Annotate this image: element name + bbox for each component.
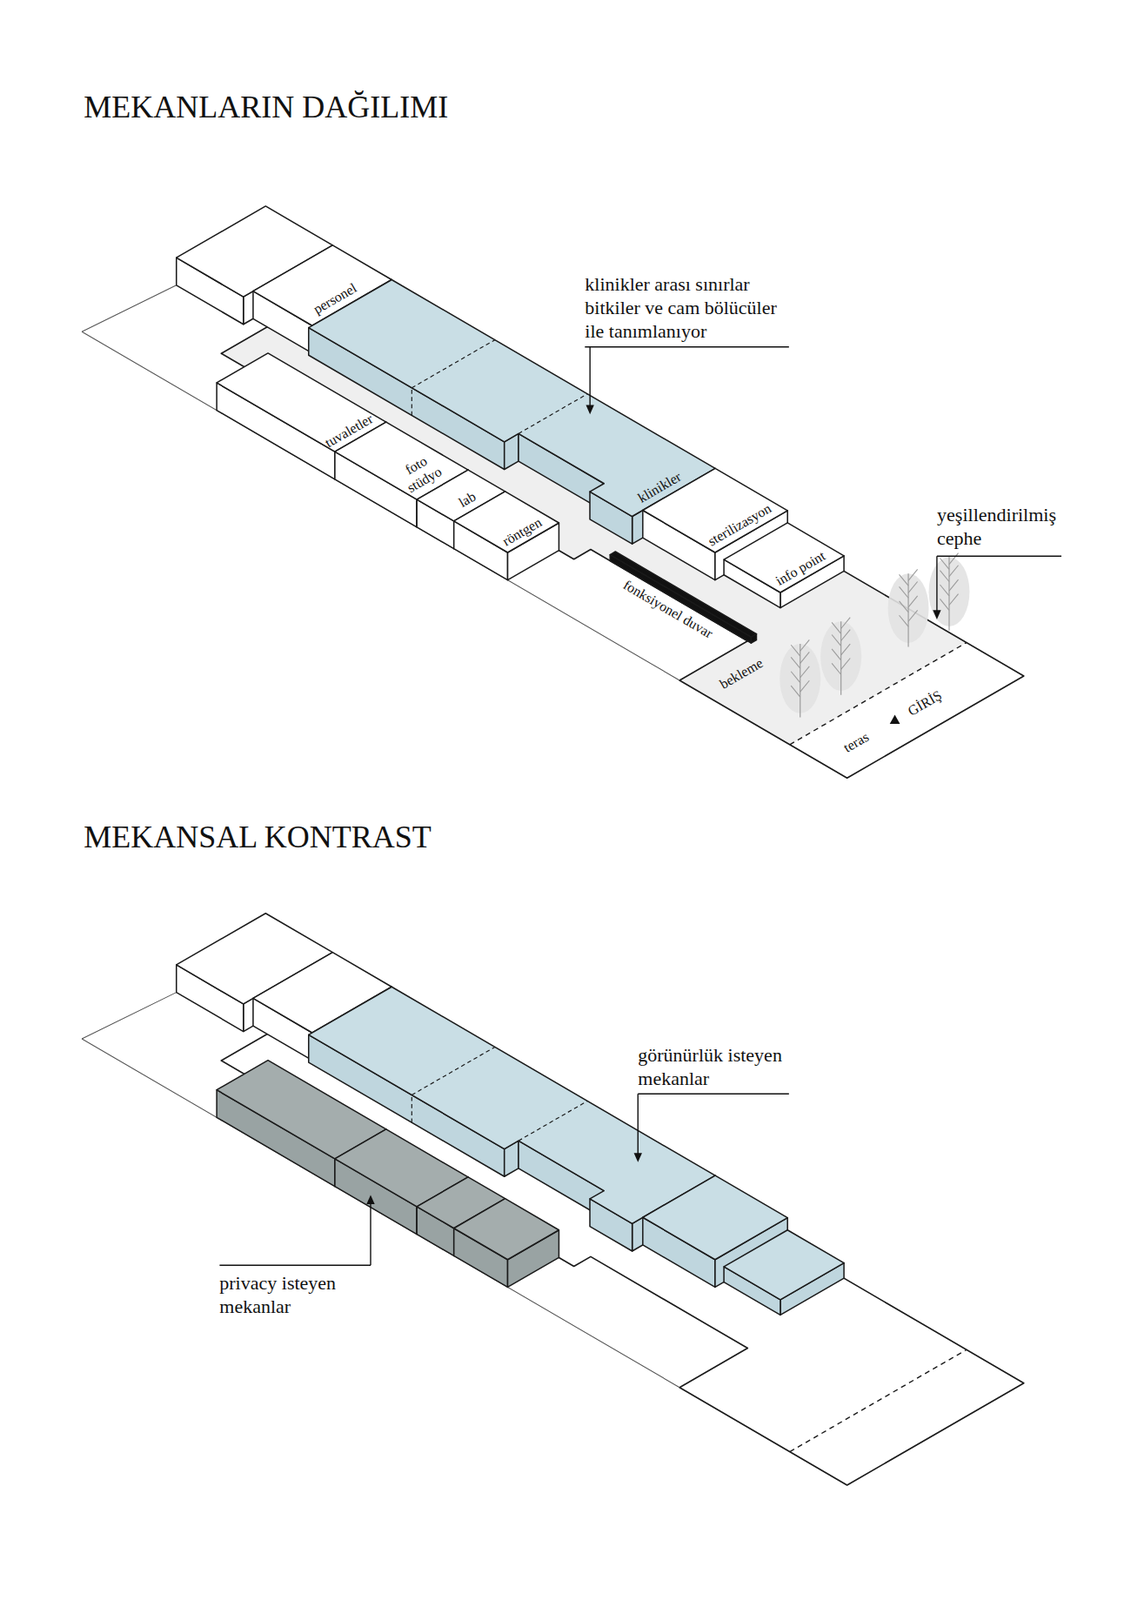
tree-branch (841, 629, 851, 642)
tree-branch (899, 615, 910, 627)
tree-symbol (779, 639, 821, 717)
tree-branch (908, 568, 918, 581)
tree-branch (939, 598, 950, 610)
partition-line (411, 340, 495, 389)
leader-line (588, 347, 590, 407)
tree-branch (949, 594, 959, 606)
tree-symbol (888, 568, 930, 647)
volume-top (723, 1230, 844, 1300)
callout-note: görünürlük isteyen mekanlar (637, 1043, 786, 1091)
tree-trunk (840, 621, 842, 695)
leader-line (369, 1203, 371, 1266)
leader-line (637, 1093, 639, 1154)
tree-branch (831, 635, 842, 647)
site-line (81, 285, 177, 332)
tree-branch (939, 584, 950, 596)
tree-trunk (907, 573, 909, 647)
tree-branch (790, 685, 801, 697)
partition-line (518, 394, 588, 435)
tree-branch (899, 574, 910, 586)
tree-branch (790, 656, 801, 669)
arrow-head (585, 405, 594, 415)
floor-outline (220, 988, 1024, 1486)
tree-branch (800, 651, 810, 663)
tree-branch (908, 609, 918, 622)
callout-note: yeşillendirilmiş cephe (936, 502, 1060, 550)
tree-branch (939, 570, 950, 583)
leader-line (637, 1093, 790, 1095)
tree-branch (831, 662, 842, 675)
leader-line (584, 346, 790, 348)
arrow-head (932, 609, 941, 620)
tree-branch (800, 639, 810, 651)
leader-line (936, 555, 937, 611)
tree-trunk (948, 556, 950, 630)
partition-line (411, 388, 413, 416)
callout-note: privacy isteyen mekanlar (219, 1271, 340, 1319)
arrow-head (634, 1152, 643, 1163)
arrow-head (366, 1194, 375, 1205)
leader-lines (219, 347, 1062, 1266)
callout-note: klinikler arası sınırlar bitkiler ve cam… (584, 272, 781, 343)
tree-branch (899, 586, 910, 598)
volume-side (609, 555, 751, 644)
leader-line (936, 555, 1062, 556)
tree-branch (939, 558, 950, 570)
tree-trunk (799, 643, 801, 717)
terrace-line (789, 1349, 967, 1452)
tree-branch (949, 579, 959, 591)
volume-top (723, 522, 844, 593)
contrast-axonometric (81, 913, 1024, 1486)
tree-symbol (929, 553, 971, 631)
tree-branch (908, 595, 918, 608)
tree-branch (841, 657, 851, 670)
leader-line (219, 1264, 371, 1266)
floor-outline (220, 281, 1024, 778)
tree-branch (908, 582, 918, 594)
partition-line (411, 1046, 495, 1095)
tree-branch (949, 553, 959, 565)
tree-branch (949, 565, 959, 577)
entry-arrow (890, 714, 901, 724)
tree-symbol (820, 617, 862, 696)
tree-branch (790, 671, 801, 683)
tree-branch (831, 649, 842, 661)
tree-branch (800, 680, 810, 692)
tree-branch (841, 617, 851, 630)
volume-top (454, 1198, 560, 1260)
diagram-title: MEKANLARIN DAĞILIMI (83, 89, 449, 126)
tree-branch (841, 643, 851, 656)
partition-line (411, 1095, 413, 1124)
section-title: MEKANSAL KONTRAST (83, 819, 432, 856)
partition-line (518, 1100, 588, 1141)
floor-slab (220, 281, 1024, 778)
tree-branch (899, 601, 910, 613)
site-line (81, 992, 177, 1039)
plan-axonometric (81, 206, 1024, 778)
tree-branch (800, 666, 810, 678)
tree-branch (831, 622, 842, 634)
tree-branch (790, 644, 801, 656)
